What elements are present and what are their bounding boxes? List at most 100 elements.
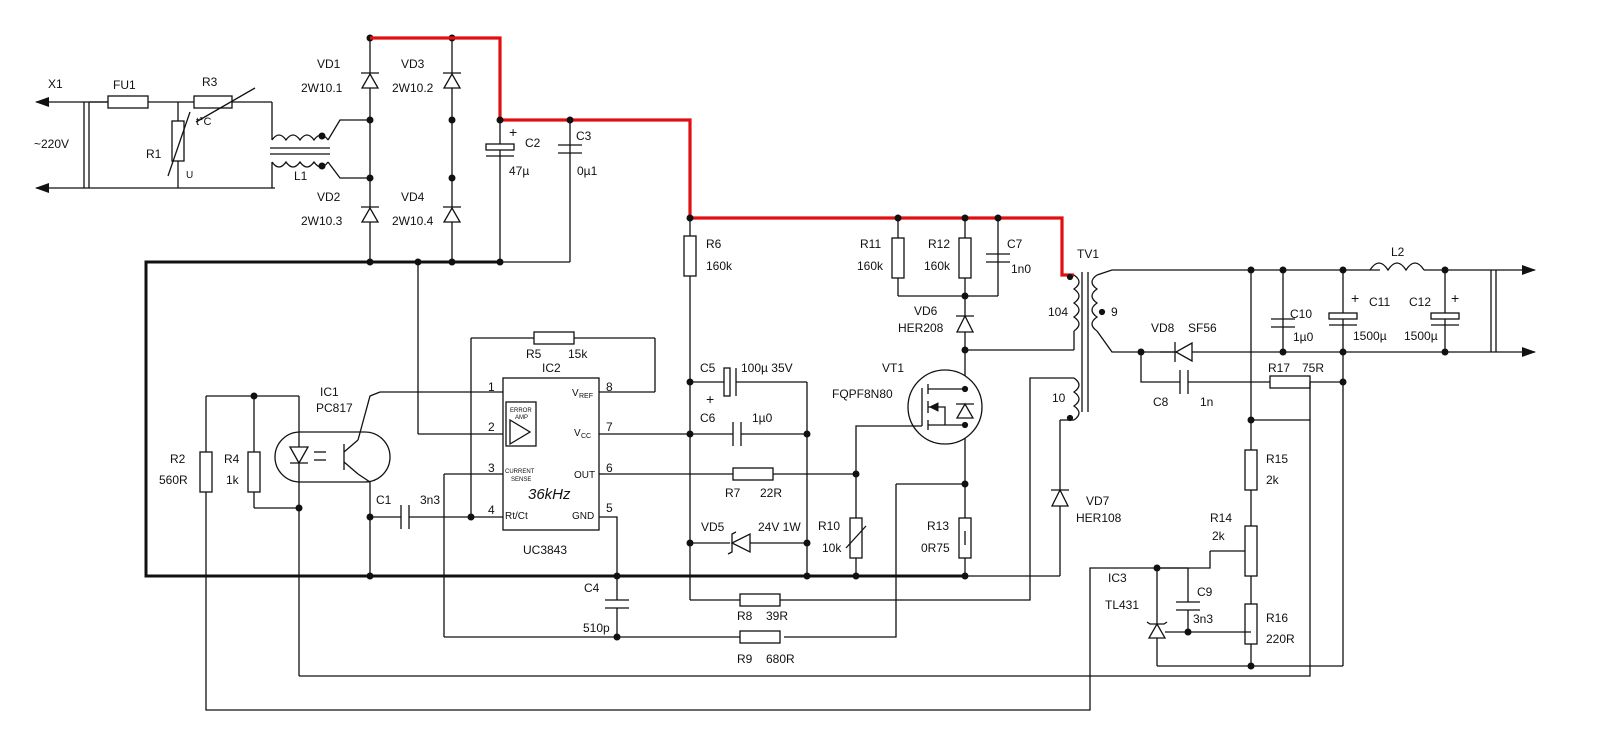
label-r4: R4 [224,452,240,466]
label-pin-vcc-sub: CC [581,433,591,440]
label-c9: C9 [1197,585,1213,599]
label-r11-val: 160k [857,259,884,273]
label-tv1: TV1 [1077,247,1099,261]
transformer-tv1: TV1 104 9 10 [690,247,1380,601]
label-vd3: VD3 [401,57,425,71]
capacitor-c1: C1 3n3 [366,493,471,580]
label-c8-val: 1n [1200,395,1213,409]
output-filter: L2 C10 1µ0 + C11 1500µ + C12 1500µ VD8 S… [1137,245,1536,666]
label-vd4-val: 2W10.4 [392,214,434,228]
label-r1: R1 [146,147,162,161]
label-r8: R8 [737,609,753,623]
label-r5: R5 [526,347,542,361]
label-c4-val: 510p [583,621,610,635]
label-c7: C7 [1007,237,1023,251]
label-r15-val: 2k [1266,473,1280,487]
label-c1-val: 3n3 [420,493,440,507]
resistor-r5: R5 15k [471,331,655,361]
label-r15: R15 [1266,452,1288,466]
label-c7-val: 1n0 [1011,262,1031,276]
label-pin-vcc: V [574,428,581,439]
label-pin-vref-sub: REF [579,393,593,400]
feedback-divider: R15 2k R14 2k R16 220R [1210,270,1343,670]
label-ic2-val: UC3843 [523,543,567,557]
label-c9-val: 3n3 [1193,612,1213,626]
label-c11-plus: + [1351,290,1359,306]
choke-l1: L1 [270,119,370,188]
label-vd8-val: SF56 [1188,321,1217,335]
label-r9-val: 680R [766,652,795,666]
label-c5-plus: + [706,391,714,407]
label-vd3-val: 2W10.2 [392,81,434,95]
label-tv1-s: 9 [1111,305,1118,319]
label-c2: C2 [525,136,541,150]
label-c2-plus: + [509,124,517,140]
label-vd2-val: 2W10.3 [301,214,343,228]
label-c5: C5 [700,361,716,375]
label-pin-rtct: Rt/Ct [505,511,528,522]
label-c11-val: 1500µ [1353,329,1387,343]
label-r4-val: 1k [226,473,240,487]
label-c8: C8 [1153,395,1169,409]
label-erramp1: ERROR [510,408,532,414]
vcc-section: + C5 100µ 35V C6 1µ0 R7 22R VD5 24V 1W R… [605,361,856,623]
ground-bus [144,258,965,578]
label-pin-gnd: GND [572,511,594,522]
label-pin-out: OUT [574,470,595,481]
label-r7-val: 22R [760,486,782,500]
label-vd7-val: HER108 [1076,511,1122,525]
label-c10-val: 1µ0 [1293,330,1314,344]
resistor-r6: R6 160k [683,214,733,600]
label-vd7: VD7 [1086,494,1110,508]
label-c6: C6 [700,411,716,425]
label-c2-val: 47µ [509,164,529,178]
ic1-pc817: IC1 PC817 [274,385,391,676]
label-ic3: IC3 [1108,571,1127,585]
label-c12-val: 1500µ [1404,329,1438,343]
hv-rail [370,36,1074,277]
label-r7: R7 [725,486,741,500]
label-l2: L2 [1391,245,1405,259]
label-c12: C12 [1409,295,1431,309]
mosfet-vt1: VT1 FQPF8N80 [832,361,983,576]
fuse-fu1: FU1 [90,78,272,109]
label-pin6: 6 [606,461,613,475]
label-c12-plus: + [1451,290,1459,306]
label-vd2: VD2 [317,190,341,204]
label-r14-val: 2k [1212,529,1226,543]
label-vd5-val: 24V 1W [758,520,801,534]
label-cursense1: CURRENT [505,469,535,475]
label-r10-val: 10k [822,541,842,555]
label-r5-val: 15k [568,347,588,361]
varistor-r1: R1 U [146,102,193,188]
label-ic2: IC2 [542,361,561,375]
bridge-rectifier: VD1 2W10.1 VD3 2W10.2 VD2 2W10.3 VD4 2W1… [301,34,462,262]
label-r14: R14 [1210,511,1232,525]
label-r12: R12 [928,237,950,251]
tl431-ic3: IC3 TL431 C9 3n3 [205,382,1311,711]
label-r2-val: 560R [159,473,188,487]
label-pin3: 3 [488,461,495,475]
label-c11: C11 [1369,295,1390,309]
label-vd1: VD1 [317,57,341,71]
label-ic2-freq: 36kHz [528,486,571,503]
label-c3-val: 0µ1 [577,164,598,178]
label-tv1-a: 10 [1052,391,1066,405]
label-pin2: 2 [488,420,495,434]
label-r13-val: 0R75 [921,541,950,555]
label-r16: R16 [1266,611,1288,625]
current-sense: R13 0R75 R10 10k [784,470,972,638]
label-vd8: VD8 [1151,321,1175,335]
label-pin4: 4 [488,503,495,517]
label-vd1-val: 2W10.1 [301,81,343,95]
label-c10: C10 [1290,307,1312,321]
label-fu1: FU1 [113,78,136,92]
label-mains: ~220V [34,137,69,151]
label-c4: C4 [584,581,600,595]
label-r11: R11 [860,237,881,251]
label-r13: R13 [927,519,949,533]
label-r3: R3 [202,75,218,89]
label-c3: C3 [576,129,592,143]
resistor-r9: R9 680R [444,630,795,666]
